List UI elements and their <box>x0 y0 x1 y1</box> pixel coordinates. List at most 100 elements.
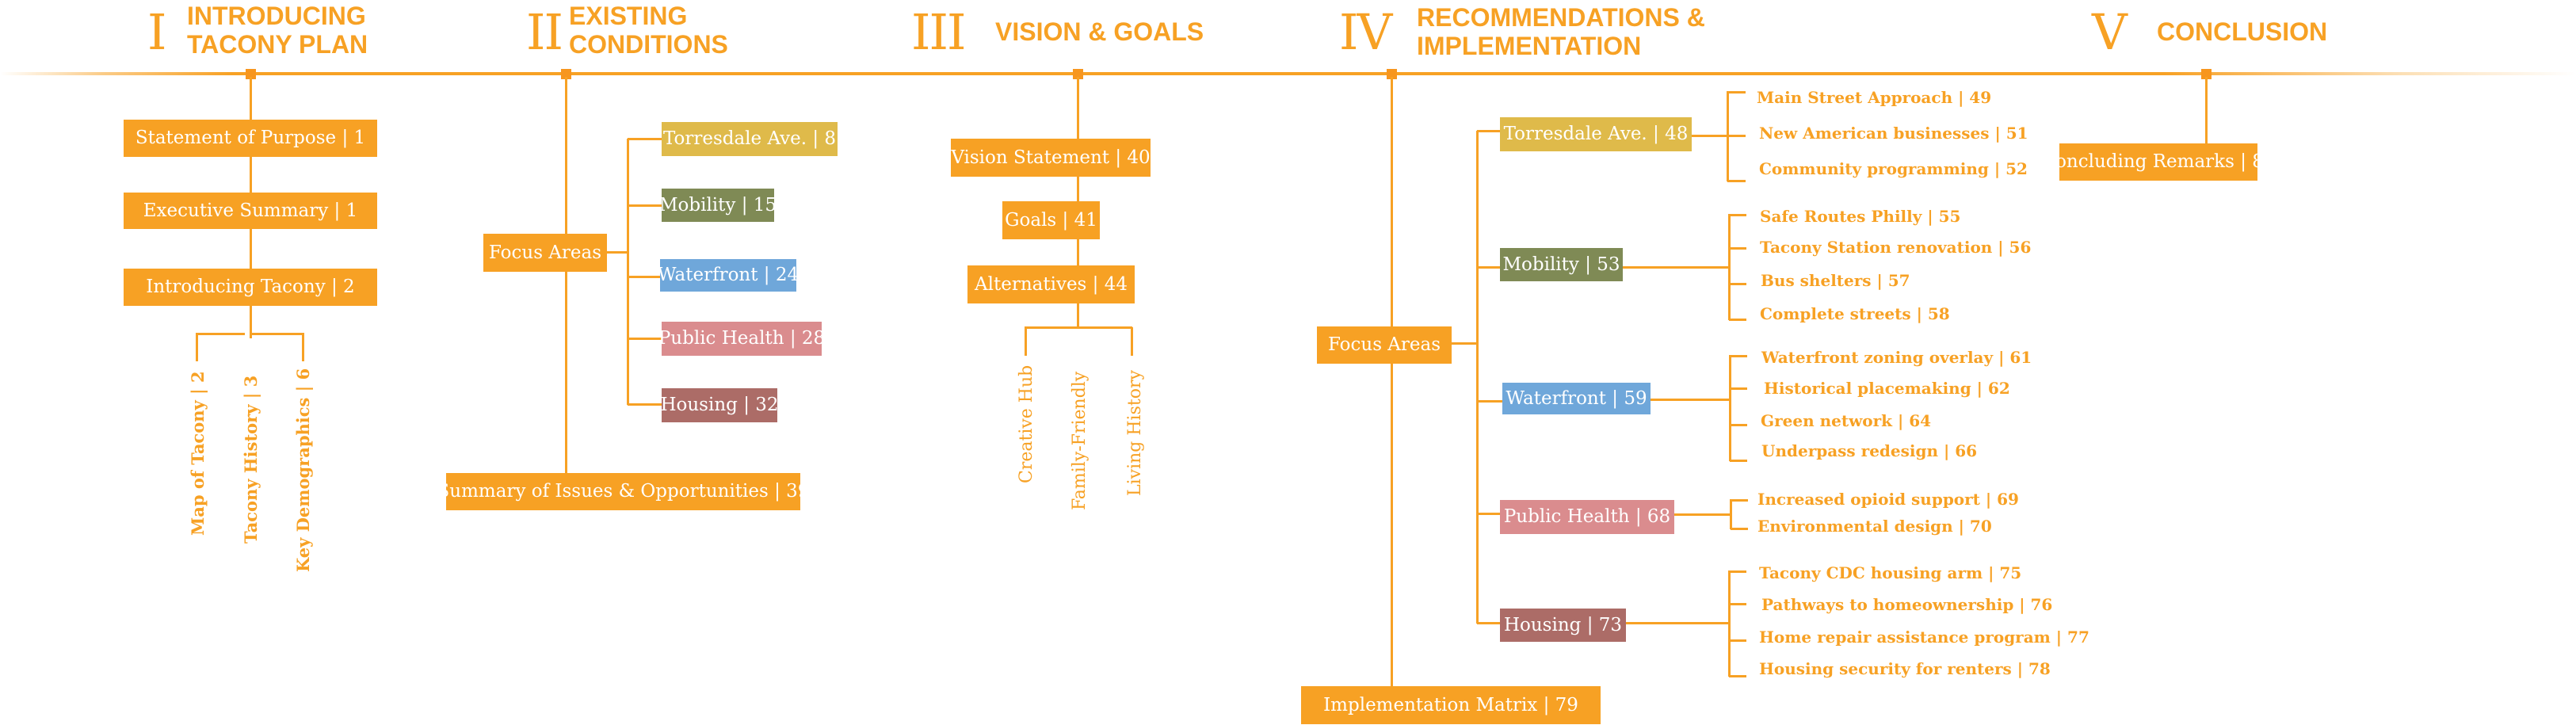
toc-pathways-to-homeownership[interactable]: Pathways to homeownership | 76 <box>1761 595 2053 614</box>
toc-summary-issues-opportunities[interactable]: Summary of Issues & Opportunities | 39 <box>437 473 809 510</box>
toc-bus-shelters[interactable]: Bus shelters | 57 <box>1761 271 1910 290</box>
waterfront-bracket-tick <box>1730 460 1747 462</box>
toc-ii-mobility[interactable]: Mobility | 15 <box>659 189 777 222</box>
housing-bracket-link <box>1626 622 1729 624</box>
section-2-title[interactable]: EXISTING CONDITIONS <box>569 2 728 59</box>
toc-waterfront-zoning-overlay[interactable]: Waterfront zoning overlay | 61 <box>1761 348 2032 367</box>
toc-home-repair-assistance[interactable]: Home repair assistance program | 77 <box>1759 628 2089 647</box>
toc-iv-torresdale[interactable]: Torresdale Ave. | 48 <box>1500 117 1692 151</box>
section-2-focus-tick <box>628 138 662 140</box>
section-3-node <box>1073 69 1083 79</box>
toc-iv-mobility[interactable]: Mobility | 53 <box>1500 248 1623 281</box>
toc-tacony-station-renovation[interactable]: Tacony Station renovation | 56 <box>1760 238 2032 257</box>
toc-statement-of-purpose[interactable]: Statement of Purpose | 1 <box>124 120 377 157</box>
toc-ii-waterfront[interactable]: Waterfront | 24 <box>658 259 799 292</box>
toc-key-demographics[interactable]: Key Demographics | 6 <box>293 368 313 572</box>
section-4-title[interactable]: RECOMMENDATIONS & IMPLEMENTATION <box>1417 3 1705 60</box>
toc-goals[interactable]: Goals | 41 <box>1002 201 1100 239</box>
section-1-leaf-connector <box>302 334 304 361</box>
toc-community-programming[interactable]: Community programming | 52 <box>1759 159 2028 178</box>
timeline-axis <box>0 72 2576 75</box>
housing-bracket-tick <box>1729 639 1746 642</box>
housing-bracket-tick <box>1729 603 1746 605</box>
section-2-focus-tick <box>628 338 662 340</box>
toc-safe-routes-philly[interactable]: Safe Routes Philly | 55 <box>1760 207 1961 226</box>
section-4-focus-tick <box>1477 130 1512 132</box>
toc-alt-creative-hub[interactable]: Creative Hub <box>1017 364 1036 483</box>
toc-green-network[interactable]: Green network | 64 <box>1761 411 1932 430</box>
housing-bracket-tick <box>1729 675 1746 677</box>
mobility-bracket-tick <box>1729 283 1746 285</box>
toc-main-street-approach[interactable]: Main Street Approach | 49 <box>1757 88 1992 107</box>
section-4-node <box>1387 69 1397 79</box>
section-2-title-line2: CONDITIONS <box>569 30 728 59</box>
housing-bracket-tick <box>1729 570 1746 573</box>
section-4-numeral: IV <box>1339 3 1392 61</box>
toc-map-of-tacony[interactable]: Map of Tacony | 2 <box>188 371 208 536</box>
toc-iv-waterfront[interactable]: Waterfront | 59 <box>1502 383 1651 414</box>
section-4-focus-tick <box>1477 400 1504 403</box>
waterfront-bracket-tick <box>1730 387 1747 390</box>
toc-complete-streets[interactable]: Complete streets | 58 <box>1760 304 1950 323</box>
section-2-connector <box>565 77 567 475</box>
section-4-focus-branch <box>1452 342 1478 345</box>
mobility-bracket-tick <box>1729 214 1746 216</box>
torresdale-bracket-link <box>1692 135 1727 137</box>
toc-implementation-matrix[interactable]: Implementation Matrix | 79 <box>1301 686 1601 724</box>
section-4-title-line2: IMPLEMENTATION <box>1417 32 1642 60</box>
section-1-node <box>246 69 256 79</box>
section-5-title[interactable]: CONCLUSION <box>2157 17 2327 46</box>
mobility-bracket <box>1728 214 1731 320</box>
waterfront-bracket-tick <box>1730 424 1747 426</box>
toc-iv-public-health[interactable]: Public Health | 68 <box>1500 500 1674 534</box>
housing-bracket <box>1728 570 1731 677</box>
section-5-title-line1: CONCLUSION <box>2157 17 2328 46</box>
toc-increased-opioid-support[interactable]: Increased opioid support | 69 <box>1757 490 2019 509</box>
section-1-numeral: I <box>147 3 166 61</box>
toc-vision-statement[interactable]: Vision Statement | 40 <box>951 139 1151 177</box>
toc-underpass-redesign[interactable]: Underpass redesign | 66 <box>1761 441 1978 460</box>
toc-ii-housing[interactable]: Housing | 32 <box>660 388 779 422</box>
waterfront-bracket-tick <box>1730 355 1747 357</box>
waterfront-bracket-link <box>1651 399 1730 401</box>
toc-introducing-tacony[interactable]: Introducing Tacony | 2 <box>124 269 377 306</box>
section-2-numeral: II <box>526 3 563 61</box>
torresdale-bracket-tick <box>1727 180 1746 182</box>
toc-new-american-businesses[interactable]: New American businesses | 51 <box>1759 124 2028 143</box>
health-bracket-tick <box>1731 499 1748 502</box>
toc-tacony-cdc-housing-arm[interactable]: Tacony CDC housing arm | 75 <box>1759 563 2022 582</box>
section-4-focus-tick <box>1477 266 1512 269</box>
section-3-title-line1: VISION & GOALS <box>995 17 1204 46</box>
section-3-title[interactable]: VISION & GOALS <box>995 17 1204 46</box>
section-1-branch-right <box>250 333 304 335</box>
toc-housing-security-renters[interactable]: Housing security for renters | 78 <box>1759 659 2051 678</box>
torresdale-bracket-tick <box>1727 91 1746 93</box>
toc-alt-family-friendly[interactable]: Family-Friendly <box>1070 371 1090 510</box>
section-1-branch <box>196 333 245 335</box>
toc-alternatives[interactable]: Alternatives | 44 <box>967 265 1135 303</box>
toc-alt-living-history[interactable]: Living History <box>1125 370 1145 496</box>
section-4-title-line1: RECOMMENDATIONS & <box>1417 3 1705 32</box>
section-5-numeral: V <box>2092 3 2128 61</box>
waterfront-bracket <box>1729 355 1731 461</box>
section-2-node <box>561 69 571 79</box>
section-2-focus-trunk <box>627 139 629 405</box>
section-5-node <box>2201 69 2212 79</box>
toc-iv-focus-areas[interactable]: Focus Areas <box>1317 326 1452 364</box>
health-bracket-tick <box>1731 528 1748 530</box>
toc-ii-focus-areas[interactable]: Focus Areas <box>483 234 607 272</box>
toc-ii-torresdale[interactable]: Torresdale Ave. | 8 <box>662 122 838 156</box>
mobility-bracket-link <box>1623 266 1729 269</box>
toc-iv-housing[interactable]: Housing | 73 <box>1500 609 1626 642</box>
toc-ii-public-health[interactable]: Public Health | 28 <box>658 322 825 356</box>
section-4-focus-trunk <box>1476 131 1479 624</box>
toc-environmental-design[interactable]: Environmental design | 70 <box>1757 517 1992 536</box>
section-3-leaf-connector <box>1025 327 1027 356</box>
toc-executive-summary[interactable]: Executive Summary | 1 <box>124 193 377 229</box>
toc-tacony-history[interactable]: Tacony History | 3 <box>241 375 261 544</box>
toc-concluding-remarks[interactable]: Concluding Remarks | 80 <box>2041 143 2276 181</box>
health-bracket-link <box>1674 513 1731 516</box>
section-1-title-line2: TACONY PLAN <box>187 30 368 59</box>
section-1-title[interactable]: INTRODUCING TACONY PLAN <box>187 2 368 59</box>
toc-historical-placemaking[interactable]: Historical placemaking | 62 <box>1764 379 2010 398</box>
